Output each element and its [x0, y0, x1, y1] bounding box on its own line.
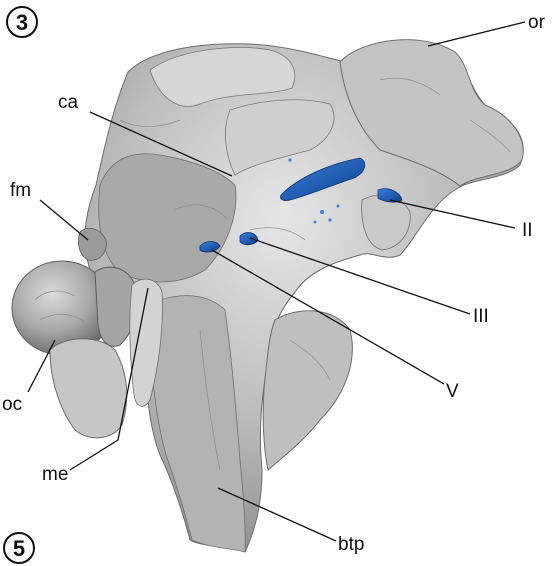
label-oc: oc	[2, 394, 22, 415]
label-ca: ca	[58, 92, 79, 113]
label-III: III	[473, 306, 489, 327]
panel-number-3: 3	[7, 7, 37, 37]
panel-number-3-text: 3	[16, 10, 28, 35]
label-fm: fm	[10, 180, 31, 201]
label-II: II	[522, 220, 533, 241]
braincase-model	[12, 40, 523, 552]
basipterygoid-process	[263, 311, 352, 470]
leader-or	[428, 22, 525, 46]
label-btp: btp	[338, 534, 364, 555]
label-V: V	[446, 381, 459, 402]
panel-number-5: 5	[4, 533, 34, 563]
leader-fm	[40, 200, 88, 240]
paroccipital-lobe	[50, 339, 127, 438]
label-me: me	[42, 464, 68, 485]
label-or: or	[528, 12, 546, 33]
panel-number-5-text: 5	[13, 536, 25, 561]
